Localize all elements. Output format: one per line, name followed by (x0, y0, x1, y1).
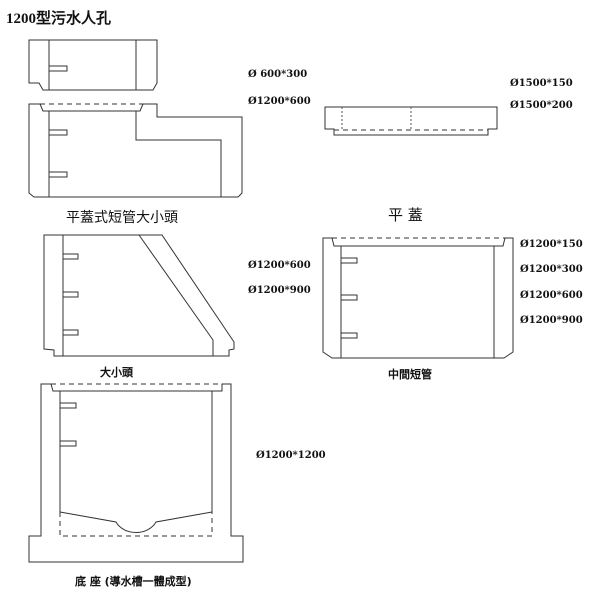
spec-label: Ø1200*1200 (256, 450, 326, 461)
base-drawing (28, 383, 244, 563)
middle-pipe-drawing (322, 237, 514, 359)
spec-label: Ø 600*300 (248, 69, 308, 80)
spec-label: Ø1200*600 (520, 290, 583, 301)
spec-label: Ø1200*600 (248, 260, 311, 271)
reducer-drawing (43, 234, 235, 357)
middle-pipe-caption: 中間短管 (388, 368, 432, 381)
base-caption: 底 座 (導水槽一體成型) (75, 575, 192, 588)
flat-cover-caption: 平 蓋 (388, 206, 423, 224)
spec-label: Ø1200*900 (248, 285, 311, 296)
spec-label: Ø1500*150 (510, 78, 573, 89)
small-riser-drawing (28, 39, 158, 91)
spec-label: Ø1200*150 (520, 239, 583, 250)
reducer-flat-caption: 平蓋式短管大小頭 (66, 210, 178, 226)
flat-top-reducer-drawing (28, 103, 243, 198)
spec-label: Ø1200*300 (520, 264, 583, 275)
diagram-title: 1200型污水人孔 (6, 11, 112, 27)
flat-cover-drawing (324, 106, 498, 136)
spec-label: Ø1200*600 (248, 96, 311, 107)
reducer-caption: 大小頭 (100, 366, 133, 379)
spec-label: Ø1200*900 (520, 315, 583, 326)
spec-label: Ø1500*200 (510, 100, 573, 111)
